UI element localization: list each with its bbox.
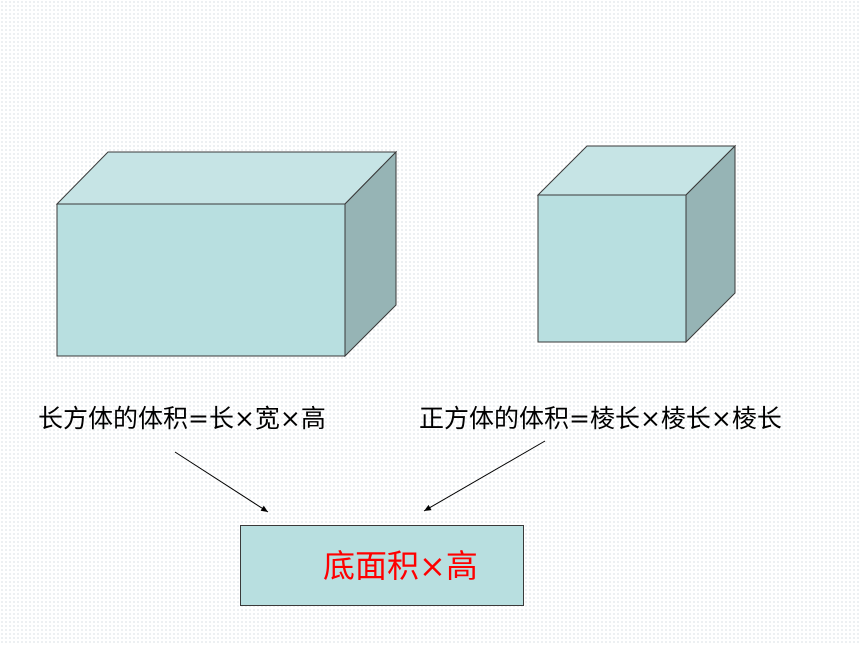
result-formula: 底面积×高 (323, 547, 478, 585)
cuboid-volume-formula: 长方体的体积=长×宽×高 (38, 404, 326, 433)
arrow-right (423, 440, 546, 512)
cuboid-shape (55, 150, 398, 358)
cuboid-top-face (55, 151, 398, 205)
arrow-left (174, 451, 269, 513)
cuboid-front-face (56, 203, 346, 357)
cube-shape (536, 144, 737, 344)
cube-volume-formula: 正方体的体积=棱长×棱长×棱长 (419, 404, 782, 433)
result-box: 底面积×高 (240, 525, 524, 606)
cube-front-face (537, 194, 687, 343)
